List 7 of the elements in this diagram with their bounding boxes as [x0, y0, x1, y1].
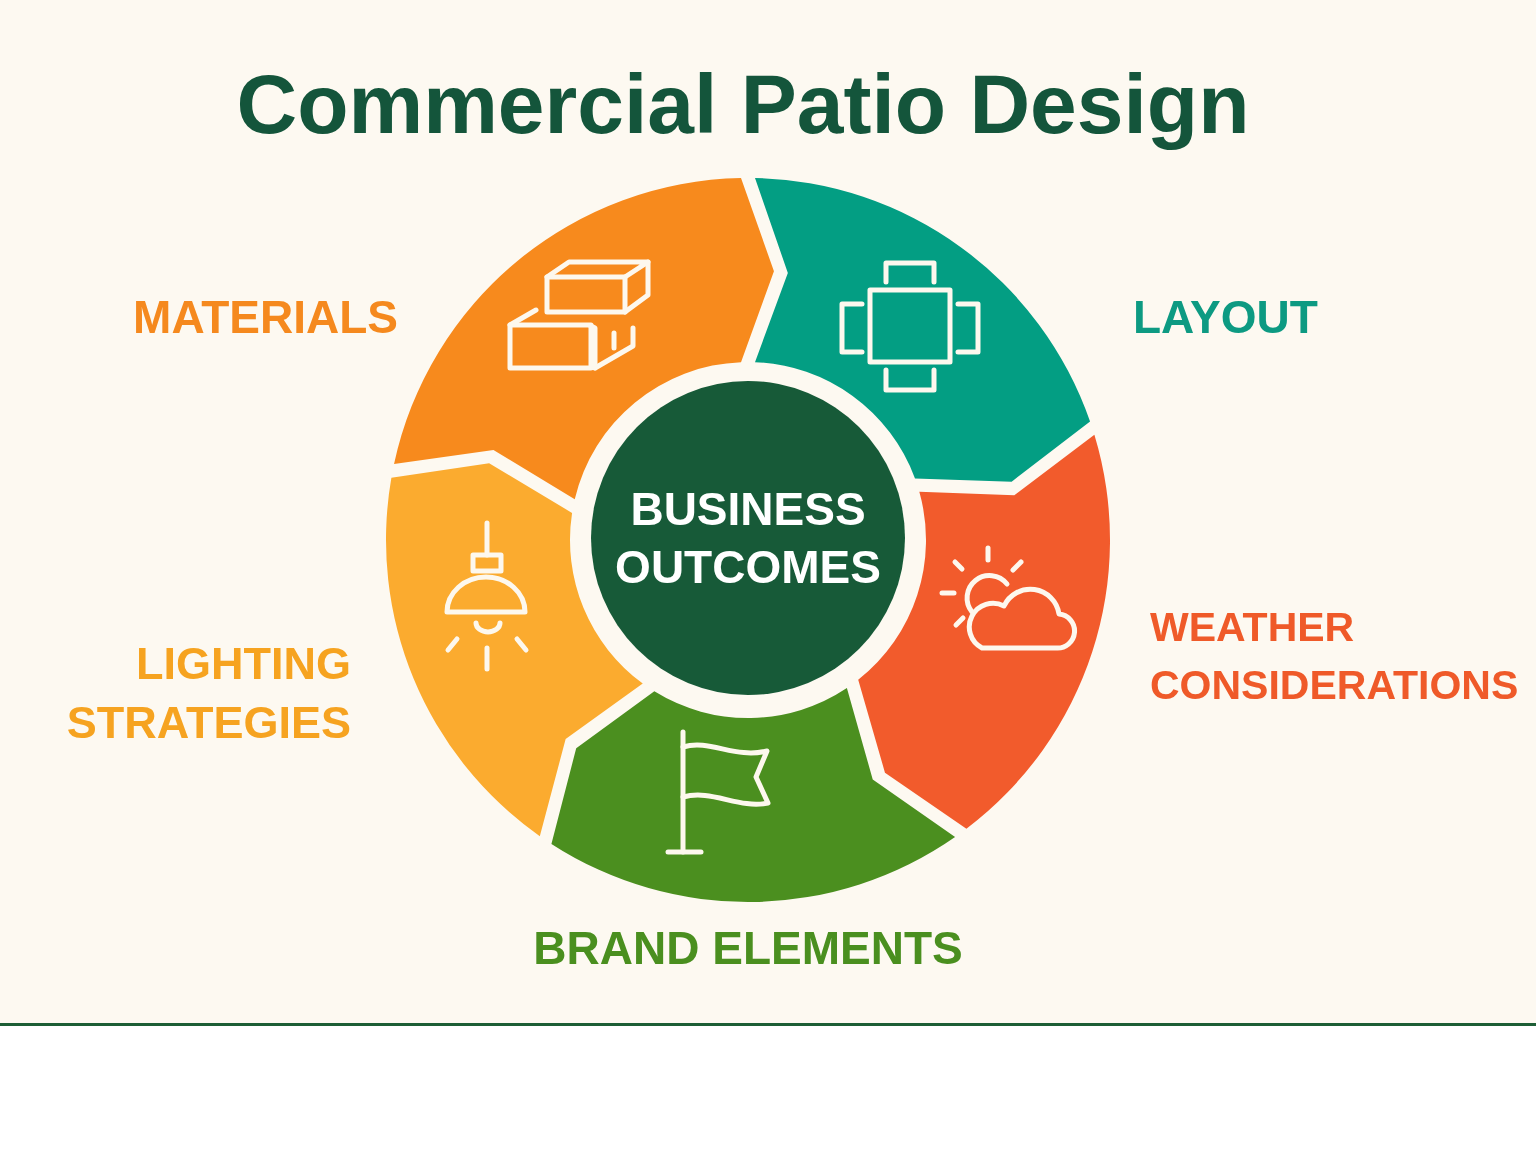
segment-label: WEATHER CONSIDERATIONS [1150, 603, 1520, 710]
segment-label: MATERIALS [132, 290, 398, 344]
segment-label: LIGHTING STRATEGIES [65, 637, 351, 750]
diagram-title: Commercial Patio Design [235, 56, 1251, 152]
segment-label: LAYOUT [1133, 290, 1319, 344]
segment-label: BRAND ELEMENTS [532, 921, 964, 975]
center-label: BUSINESS OUTCOMES [614, 482, 882, 595]
